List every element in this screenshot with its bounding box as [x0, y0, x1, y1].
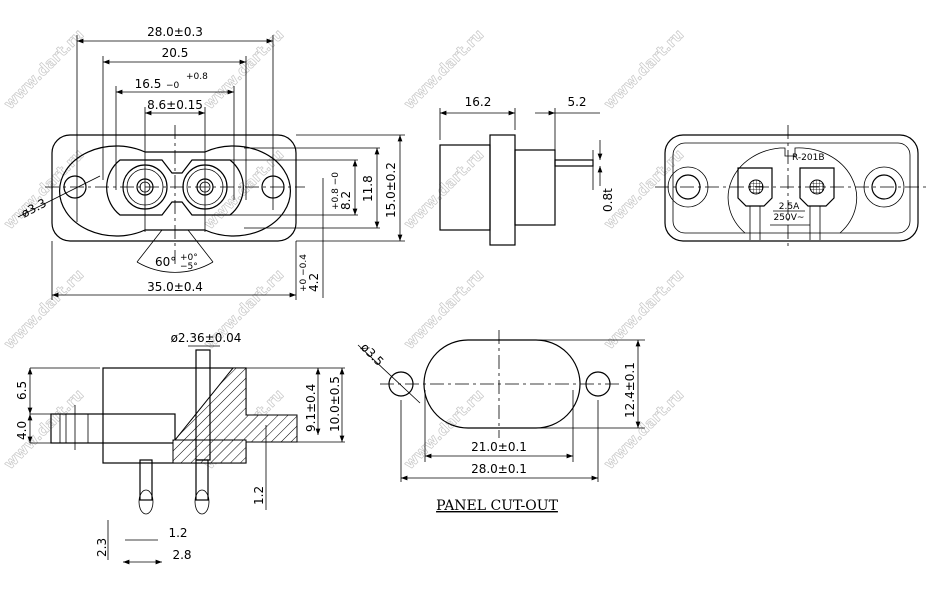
dim-total-length: 35.0±0.4: [147, 280, 203, 294]
section-flange-left: [50, 413, 176, 444]
rating-voltage: 250V~: [774, 213, 805, 223]
dim-socket-width-tol-lower: −0: [166, 81, 180, 91]
side-rear: [514, 149, 556, 226]
rear-view: R-201B 2.5A 250V~: [655, 125, 928, 250]
front-body-outline: [51, 134, 297, 242]
dim-body-height: 10.0±0.5: [328, 376, 342, 432]
dim-flange-thickness: 4.0: [15, 421, 29, 440]
rating-current: 2.5A: [779, 202, 800, 212]
dim-hole-spacing: 28.0±0.1: [471, 462, 527, 476]
watermark-text: www.dart.ru: [0, 25, 87, 112]
dim-angle-tol-upper: +0°: [180, 253, 198, 263]
watermark-text: www.dart.ru: [400, 385, 487, 472]
dim-socket-height-tol: +0.8 −0: [331, 172, 341, 210]
watermark-text: www.dart.ru: [200, 25, 287, 112]
side-pin: [554, 159, 594, 167]
side-view: 16.2 5.2 0.8t: [439, 95, 615, 246]
dim-overall-mount: 28.0±0.3: [147, 25, 203, 39]
dim-angle: 60°: [155, 255, 176, 269]
dim-outer-socket: 20.5: [162, 46, 189, 60]
dim-pin-spacing: 8.6±0.15: [147, 98, 203, 112]
watermark-text: www.dart.ru: [0, 385, 87, 472]
dim-total-height: 15.0±0.2: [384, 162, 398, 218]
panel-cutout-view: 21.0±0.1 28.0±0.1 12.4±0.1 ø3.5 PANEL CU…: [357, 330, 645, 514]
rear-body-outline: [664, 134, 919, 242]
dim-terminal-hole: 2.3: [95, 538, 109, 557]
dim-socket-width-tol-upper: +0.8: [186, 72, 208, 82]
dim-offset: 4.2: [307, 273, 321, 292]
dim-angle-tol-lower: −5°: [180, 262, 198, 272]
watermark-text: www.dart.ru: [600, 25, 687, 112]
terminal-left-lug: [139, 459, 153, 501]
dim-pin-thickness: 0.8t: [601, 188, 615, 212]
dim-pin-length: 5.2: [567, 95, 586, 109]
dim-offset-tol: +0 −0.4: [299, 254, 309, 292]
terminal-right: [799, 167, 835, 207]
watermark-text: www.dart.ru: [400, 145, 487, 232]
dim-upper-height: 6.5: [15, 381, 29, 400]
dim-pin-diameter: ø2.36±0.04: [171, 331, 242, 345]
dim-cutout-width: 21.0±0.1: [471, 440, 527, 454]
dim-socket-height: 8.2: [339, 191, 353, 210]
dim-terminal-gap: 1.2: [252, 486, 266, 505]
terminal-right-lug: [195, 459, 209, 501]
dim-pin-height: 9.1±0.4: [304, 384, 318, 432]
dim-body-depth: 16.2: [465, 95, 492, 109]
rear-hole-right: [871, 174, 897, 200]
watermark-text: www.dart.ru: [0, 265, 87, 352]
watermark-text: www.dart.ru: [600, 385, 687, 472]
dim-socket-width: 16.5: [135, 77, 162, 91]
dim-terminal-width-inner: 1.2: [168, 526, 187, 540]
dim-cutout-hole-diameter: ø3.5: [358, 340, 387, 369]
dim-terminal-width: 2.8: [172, 548, 191, 562]
side-flange: [489, 134, 516, 246]
panel-cutout-title: PANEL CUT-OUT: [436, 498, 559, 514]
terminal-left: [737, 167, 773, 207]
dim-inner-height: 11.8: [361, 175, 375, 202]
model-label: R-201B: [792, 153, 825, 163]
section-view: ø2.36±0.04 6.5 4.0 9.1±0.4 10.0±0.5 1.2 …: [15, 331, 345, 565]
dim-cutout-height: 12.4±0.1: [623, 362, 637, 418]
